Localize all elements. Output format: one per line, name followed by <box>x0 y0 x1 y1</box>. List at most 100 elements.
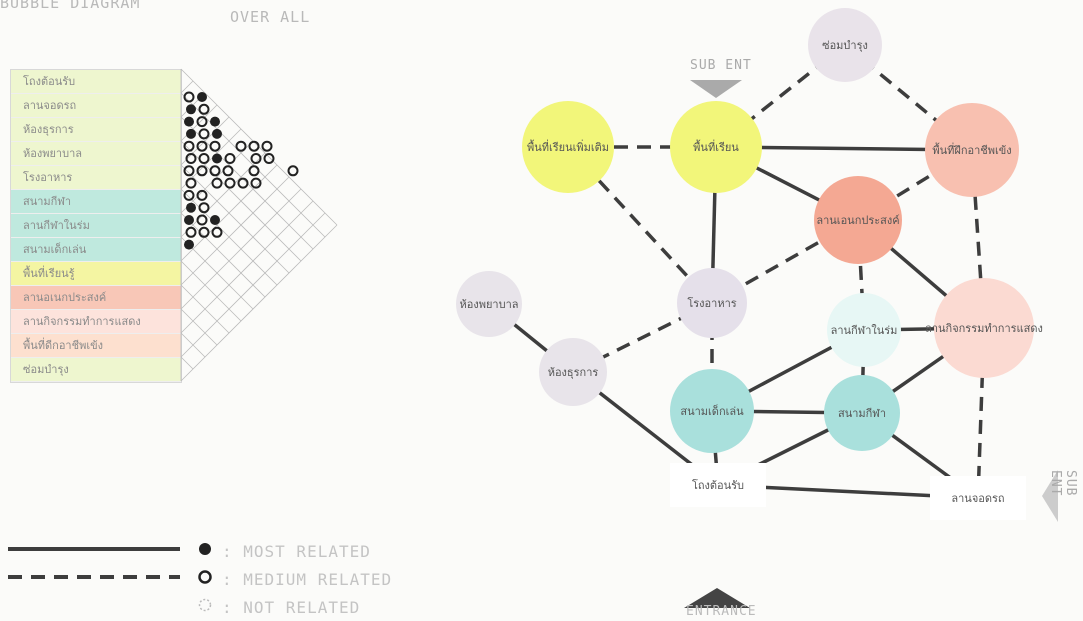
legend-most-related: : MOST RELATED <box>222 542 371 561</box>
medium-related-dot <box>198 103 210 115</box>
medium-related-dot <box>185 226 197 238</box>
bubble-circle <box>827 293 901 367</box>
bubble-label: พื้นที่เรียน <box>693 139 739 154</box>
matrix-grid <box>180 68 338 382</box>
bubble-maint: ซ่อมบำรุง <box>808 8 882 82</box>
medium-related-dot <box>196 165 208 177</box>
matrix-row-label: สนามกีฬา <box>11 190 181 214</box>
bubble-label: ลานกีฬาในร่ม <box>831 324 898 337</box>
bubble-learn: พื้นที่เรียน <box>670 101 762 193</box>
bubble-multi: ลานเอนกประสงค์ <box>814 176 902 264</box>
bubble-learn_extra: พื้นที่เรียนเพิ่มเติม <box>522 101 614 193</box>
medium-related-dot <box>235 140 247 152</box>
most-related-dot <box>186 128 196 139</box>
bubble-label: ห้องธุรการ <box>548 366 599 379</box>
main-entrance-arrow <box>684 588 750 608</box>
bubble-sports: สนามกีฬา <box>824 375 900 451</box>
bubble-circle <box>677 268 747 338</box>
medium-related-dot <box>196 189 208 201</box>
bubble-label: ห้องพยาบาล <box>459 298 518 311</box>
bubble-nodes: ซ่อมบำรุงพื้นที่เรียน พื้นที่เรียนเพิ่มเต… <box>456 8 1043 520</box>
most-related-dot <box>184 239 194 250</box>
legend-open-dot <box>198 570 212 584</box>
medium-related-dot <box>224 153 236 164</box>
medium-related-dot <box>250 177 262 189</box>
legend-not-related: : NOT RELATED <box>222 598 361 617</box>
bubble-circle <box>934 278 1034 378</box>
medium-related-dot <box>196 214 208 226</box>
most-related-dot <box>210 215 220 225</box>
bubble-circle <box>925 103 1019 197</box>
most-related-dot <box>184 215 194 225</box>
medium-related-dot <box>211 226 223 238</box>
matrix-row-label: โถงต้อนรับ <box>11 70 181 94</box>
bubble-label: ลานเอนกประสงค์ <box>816 214 899 227</box>
bubble-canteen: โรงอาหาร <box>677 268 747 338</box>
bubble-circle <box>456 271 522 337</box>
legend-filled-dot <box>199 543 211 555</box>
entrance-label: ENTRANCE <box>686 604 757 619</box>
matrix-row-label: ลานอเนกประสงค์ <box>11 286 181 310</box>
matrix-row-label: ซ่อมบำรุง <box>11 358 181 382</box>
bubble-perform: ลานกิจกรรมทำการแสดง <box>925 278 1043 378</box>
most-related-dot <box>212 153 222 164</box>
medium-related-dot <box>196 140 208 152</box>
most-related-dot <box>186 202 196 213</box>
medium-related-dot <box>198 202 210 214</box>
matrix-row-label: ห้องธุรการ <box>11 118 181 142</box>
legend-dotted-dot <box>198 598 212 612</box>
bubble-vocational: พื้นที่ฝึกอาชีพเข้ง <box>925 103 1019 197</box>
bubble-lobby: โถงต้อนรับ <box>670 463 766 507</box>
medium-related-dot <box>222 165 234 177</box>
bubble-circle <box>670 101 762 193</box>
medium-related-dot <box>248 165 260 177</box>
sub-entrance-top-label: SUB ENT <box>690 58 752 73</box>
medium-related-dot <box>248 140 260 152</box>
matrix-row-label: สนามเด็กเล่น <box>11 238 181 262</box>
most-related-dot <box>184 116 194 127</box>
bubble-circle <box>670 369 754 453</box>
bubble-label: พื้นที่ฝึกอาชีพเข้ง <box>932 142 1011 157</box>
bubble-circle <box>522 101 614 193</box>
medium-related-dot <box>198 128 210 140</box>
bubble-circle <box>824 375 900 451</box>
medium-related-dot <box>183 165 195 177</box>
matrix-row-label: ลานกิจกรรมทำการแสดง <box>11 310 181 334</box>
bubble-circle <box>808 8 882 82</box>
most-related-dot <box>197 92 207 102</box>
relationship-matrix-labels: โถงต้อนรับลานจอดรถห้องธุรการห้องพยาบาลโร… <box>10 69 182 383</box>
medium-related-link <box>856 219 866 331</box>
matrix-row-label: ลานจอดรถ <box>11 94 181 118</box>
sub-entrance-right-arrow <box>1042 470 1058 522</box>
medium-related-dot <box>183 189 195 201</box>
sub-entrance-top-arrow <box>690 80 742 98</box>
bubble-label: สนามเด็กเล่น <box>680 404 744 418</box>
medium-related-dot <box>183 91 195 103</box>
medium-related-dot <box>209 140 221 152</box>
medium-related-dot <box>209 165 221 177</box>
matrix-row-label: ห้องพยาบาล <box>11 142 181 166</box>
bubble-background <box>930 476 1026 520</box>
matrix-row-label: พื้นที่ดีกอาชีพเข้ง <box>11 334 181 358</box>
bubble-indoor: ลานกีฬาในร่ม <box>827 293 901 367</box>
bubble-nurse: ห้องพยาบาล <box>456 271 522 337</box>
diagram-title: BUBBLE DIAGRAM <box>0 0 141 12</box>
bubble-playground: สนามเด็กเล่น <box>670 369 754 453</box>
entrance-markers <box>684 80 1058 608</box>
bubble-label: ลานจอดรถ <box>951 492 1004 505</box>
sub-entrance-right-label: SUB ENT <box>1048 470 1078 497</box>
bubble-circle <box>814 176 902 264</box>
medium-related-dot <box>198 226 210 238</box>
bubble-label: สนามกีฬา <box>838 407 886 420</box>
bubble-label: ซ่อมบำรุง <box>822 39 868 52</box>
bubble-parking: ลานจอดรถ <box>930 476 1026 520</box>
bubble-admin: ห้องธุรการ <box>539 338 607 406</box>
medium-related-dot <box>196 116 208 128</box>
most-related-dot <box>212 128 222 139</box>
medium-related-dot <box>237 177 249 189</box>
bubble-label: โรงอาหาร <box>687 296 736 310</box>
bubble-label: พื้นที่เรียนเพิ่มเติม <box>527 139 609 154</box>
medium-related-dot <box>211 177 223 189</box>
matrix-row-label: พื้นที่เรียนรู้ <box>11 262 181 286</box>
